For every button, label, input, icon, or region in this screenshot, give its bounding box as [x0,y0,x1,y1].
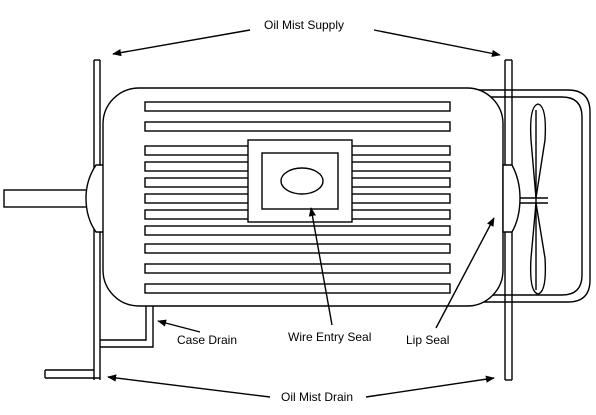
wire-entry-seal-port [280,167,324,195]
fan-housing [470,89,591,303]
oil-mist-drain-arrow-right [365,375,495,398]
wire-entry-seal-label: Wire Entry Seal [288,330,371,344]
case-drain-arrow [157,319,201,333]
fan-blade-bottom [529,202,547,295]
oil-mist-supply-arrow-right [373,29,501,57]
fan-blade-top [529,103,547,199]
oil-mist-supply-label: Oil Mist Supply [264,18,344,32]
fan [520,103,548,295]
motor-shaft [3,189,89,208]
lip-seal-arrow [435,217,495,329]
oil-mist-drain-label: Oil Mist Drain [281,390,353,404]
lip-seal-label: Lip Seal [406,333,449,347]
case-drain-pipe [100,305,147,341]
oil-mist-drain-arrow-left [107,374,271,398]
oil-mist-supply-arrow-left [112,29,251,57]
right-bearing-cap [502,164,521,233]
case-drain-label: Case Drain [177,333,237,347]
wire-entry-seal-arrow [308,207,333,326]
left-bearing-cap [85,164,105,233]
